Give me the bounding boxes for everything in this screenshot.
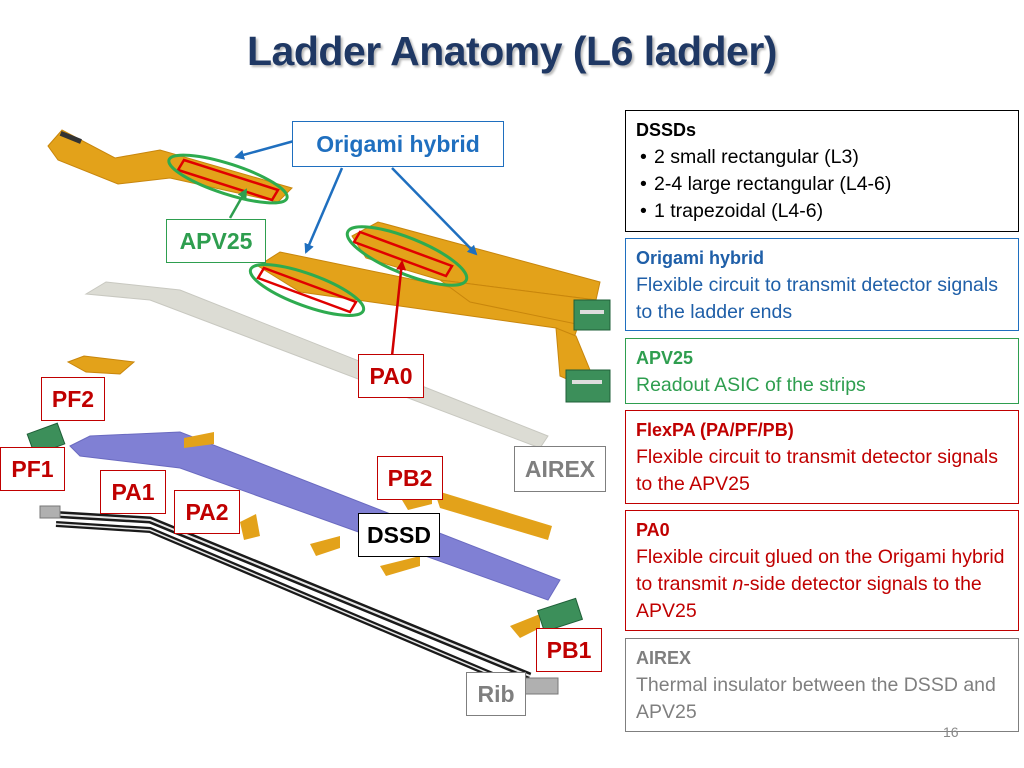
legend-dssds-list: 2 small rectangular (L3) 2-4 large recta… <box>636 144 1008 225</box>
legend-airex: AIREX Thermal insulator between the DSSD… <box>625 638 1019 732</box>
pf2-flex <box>66 355 136 375</box>
label-pf2: PF2 <box>41 377 105 421</box>
small-flex-pieces <box>184 432 552 638</box>
rib <box>39 505 559 695</box>
legend-flexpa: FlexPA (PA/PF/PB) Flexible circuit to tr… <box>625 410 1019 504</box>
legend-apv25-heading: APV25 <box>636 348 694 368</box>
legend-origami-heading: Origami hybrid <box>636 248 765 268</box>
label-pa0: PA0 <box>358 354 424 398</box>
airex-sheet <box>84 281 549 449</box>
legend-apv25: APV25 Readout ASIC of the strips <box>625 338 1019 404</box>
label-airex: AIREX <box>514 446 606 492</box>
legend-pa0-heading: PA0 <box>636 520 670 540</box>
legend-flexpa-heading: FlexPA (PA/PF/PB) <box>636 420 794 440</box>
label-pb2: PB2 <box>377 456 443 500</box>
legend-pa0-text: Flexible circuit glued on the Origami hy… <box>636 544 1008 625</box>
label-rib: Rib <box>466 672 526 716</box>
label-dssd: DSSD <box>358 513 440 557</box>
legend-apv25-text: Readout ASIC of the strips <box>636 374 866 396</box>
legend-pa0-text-part: -side detector signals to the APV25 <box>636 573 982 622</box>
legend-pa0-text-part: Flexible circuit glued on the Origami hy… <box>636 546 1005 595</box>
list-item: 1 trapezoidal (L4-6) <box>640 198 1008 225</box>
dssd-plate <box>69 431 561 601</box>
list-item: 2-4 large rectangular (L4-6) <box>640 171 1008 198</box>
legend-origami-text: Flexible circuit to transmit detector si… <box>636 274 998 323</box>
label-pa1: PA1 <box>100 470 166 514</box>
annotation-arrows <box>228 139 478 357</box>
legend-dssds: DSSDs 2 small rectangular (L3) 2-4 large… <box>625 110 1019 232</box>
legend-flexpa-text: Flexible circuit to transmit detector si… <box>636 446 998 495</box>
origami-hybrid-middle <box>257 251 611 403</box>
legend-airex-text: Thermal insulator between the DSSD and A… <box>636 674 996 723</box>
connector-right <box>573 299 611 331</box>
legend-pa0-text-italic: n <box>732 573 744 595</box>
label-pb1: PB1 <box>536 628 602 672</box>
label-pf1: PF1 <box>0 447 65 491</box>
legend-dssds-heading: DSSDs <box>636 120 697 140</box>
list-item: 2 small rectangular (L3) <box>640 144 1008 171</box>
label-origami-hybrid: Origami hybrid <box>292 121 504 167</box>
connector-middle <box>565 369 611 403</box>
pb1-connector <box>536 597 584 633</box>
label-pa2: PA2 <box>174 490 240 534</box>
legend-pa0: PA0 Flexible circuit glued on the Origam… <box>625 510 1019 631</box>
origami-hybrid-right <box>351 221 611 331</box>
page-number: 16 <box>943 724 959 740</box>
label-apv25: APV25 <box>166 219 266 263</box>
legend-origami-hybrid: Origami hybrid Flexible circuit to trans… <box>625 238 1019 331</box>
legend-airex-heading: AIREX <box>636 648 692 668</box>
page-title: Ladder Anatomy (L6 ladder) <box>247 28 777 74</box>
